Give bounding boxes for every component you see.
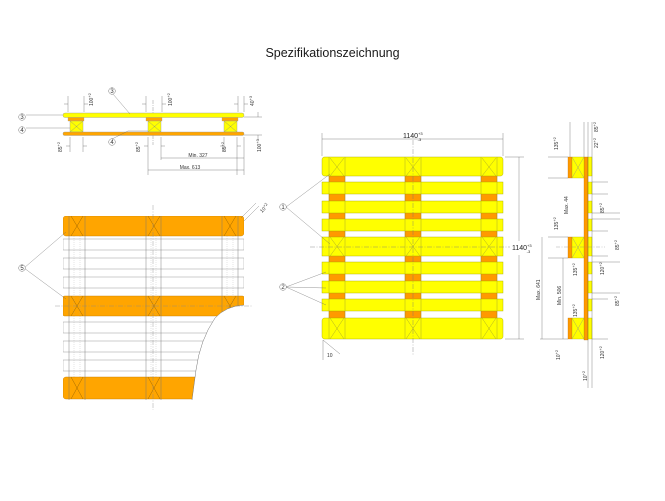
deck-board [63,238,244,251]
deck-section [587,317,593,340]
callout-4: 4 [18,126,26,134]
section-dim-left-3: 135+2 [571,262,579,276]
section-dim-right-1: 85+2 [592,121,600,132]
bottom-deck-board [62,131,245,136]
block-section [567,236,585,259]
dim-top-1: 100+2 [87,92,95,106]
dim-bottom-3: 85+2 [220,141,228,152]
callout-label: 4 [110,140,114,146]
deck-section [587,261,593,275]
section-dim-left-1: 135+2 [552,136,560,150]
stringer-board [145,117,163,122]
deck-section [587,298,593,312]
section-dim-right-4: 85+2 [613,239,621,250]
section-view: 135+2 135+2 135+2 135+2 10+2 10+2 85+2 2… [536,121,621,388]
stringer-section [583,156,589,341]
deck-section [587,181,593,195]
callout-label: 2 [281,285,285,291]
top-deck-board [62,112,245,118]
bottom-board [63,295,244,317]
deck-section [587,218,593,232]
deck-section [587,200,593,214]
dim-top-3: 40+3 [248,95,256,106]
side-view: 3 4 3 4 100+2 100+2 40+3 85+2 85+2 85+2 … [18,87,263,175]
break-line [191,304,245,401]
block-section [567,156,585,179]
stringer-board [221,117,239,122]
deck-board [63,359,244,372]
deck-board [63,321,244,334]
section-dim-right-2: 22+2 [592,137,600,148]
dim-bottom-1: 85+2 [56,141,64,152]
max-label: Max. 641 [536,279,542,300]
min-dimension-label: Min. 327 [188,153,207,159]
block [147,120,162,133]
callout-1: 1 [279,203,287,211]
callout-label: 5 [20,266,24,272]
deck-board [63,340,244,353]
deck-board [321,317,504,340]
deck-board [321,298,504,312]
block-section [567,317,585,340]
bottom-board [63,216,244,237]
min-label: Min. 506 [557,286,563,305]
height-dim-bg [510,241,536,255]
chamfer-dimension: 10 [327,353,333,359]
section-dim-right-7: 120+2 [598,345,606,359]
callout-label: 3 [110,89,114,95]
callout-3: 3 [108,87,116,95]
deck-section [587,280,593,294]
deck-board [321,261,504,275]
dim-top-2: 100+2 [166,92,174,106]
callout-3: 3 [18,113,26,121]
bottom-board [63,376,244,400]
corner-dimension: 10+2 [258,201,271,214]
deck-board [321,181,504,195]
section-dim-right-6: 85+2 [613,295,621,306]
section-dim-left-4: 135+2 [571,303,579,317]
stringer-board [67,117,85,122]
drawing-title: Spezifikationszeichnung [265,46,400,60]
max-dimension-label: Max. 613 [180,165,201,171]
deck-section [587,236,593,257]
deck-board [321,236,504,257]
max-gap-label: Max. 44 [564,196,570,214]
deck-board [321,280,504,294]
callout-5: 5 [18,264,26,272]
deck-board [63,257,244,270]
height-dimension: 1140+3-3 [512,243,532,254]
section-dim-right-3: 85+2 [598,202,606,213]
width-dimension: 1140+3-3 [403,131,423,142]
deck-board [321,200,504,214]
section-dim-left-2: 135+2 [552,216,560,230]
section-dim-right-5: 120+2 [598,261,606,275]
section-dim-left-5: 10+2 [554,349,562,360]
section-dim-bottom: 10+2 [581,370,589,381]
callout-2: 2 [279,283,287,291]
deck-board [63,276,244,289]
callout-label: 4 [20,128,24,134]
bottom-view: 5 10+2 [18,201,271,410]
top-view: 1140+3-3 1140+3-3 10 1 2 [279,131,536,360]
deck-section [587,156,593,177]
callout-label: 1 [281,205,285,211]
block [69,120,84,133]
deck-board [321,218,504,232]
dim-bottom-2: 85+2 [134,141,142,152]
callout-4: 4 [108,138,116,146]
callout-label: 3 [20,115,24,121]
dim-bottom-4: 100+3 [255,138,263,152]
block [223,120,238,133]
